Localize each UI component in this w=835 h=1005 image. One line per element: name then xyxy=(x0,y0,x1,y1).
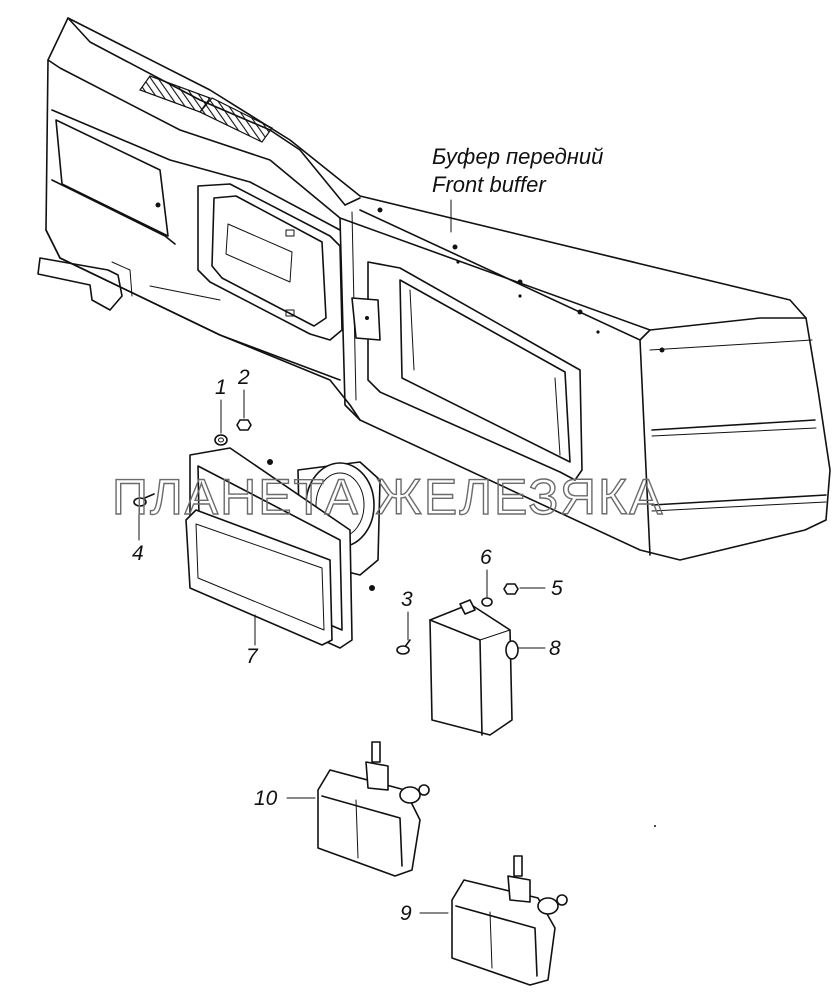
leader-lines xyxy=(138,199,546,914)
callout-6: 6 xyxy=(480,546,492,569)
callout-3: 3 xyxy=(401,588,413,611)
title-en: Front buffer xyxy=(432,172,547,197)
callout-9: 9 xyxy=(400,902,412,925)
callout-8: 8 xyxy=(549,637,561,660)
screw-3 xyxy=(396,639,411,655)
speck xyxy=(654,825,656,827)
front-buffer xyxy=(37,17,831,561)
nut-2 xyxy=(236,419,252,431)
callout-4: 4 xyxy=(132,542,144,565)
nut-5 xyxy=(503,583,519,595)
watermark: ПЛАНЕТА ЖЕЛЕЗЯКА xyxy=(112,469,664,525)
fog-lamp xyxy=(429,599,519,736)
washer-1 xyxy=(214,434,228,446)
callout-1: 1 xyxy=(215,376,227,399)
headlamp xyxy=(185,447,381,649)
callout-7: 7 xyxy=(246,645,259,668)
callout-2: 2 xyxy=(237,366,250,389)
marker-lamp-lower xyxy=(451,855,568,986)
title-ru: Буфер передний xyxy=(432,144,603,169)
callout-10: 10 xyxy=(254,787,278,810)
washer-6 xyxy=(481,597,493,607)
screw-4 xyxy=(133,493,155,507)
callout-5: 5 xyxy=(551,577,563,600)
marker-lamp-upper xyxy=(317,741,430,877)
